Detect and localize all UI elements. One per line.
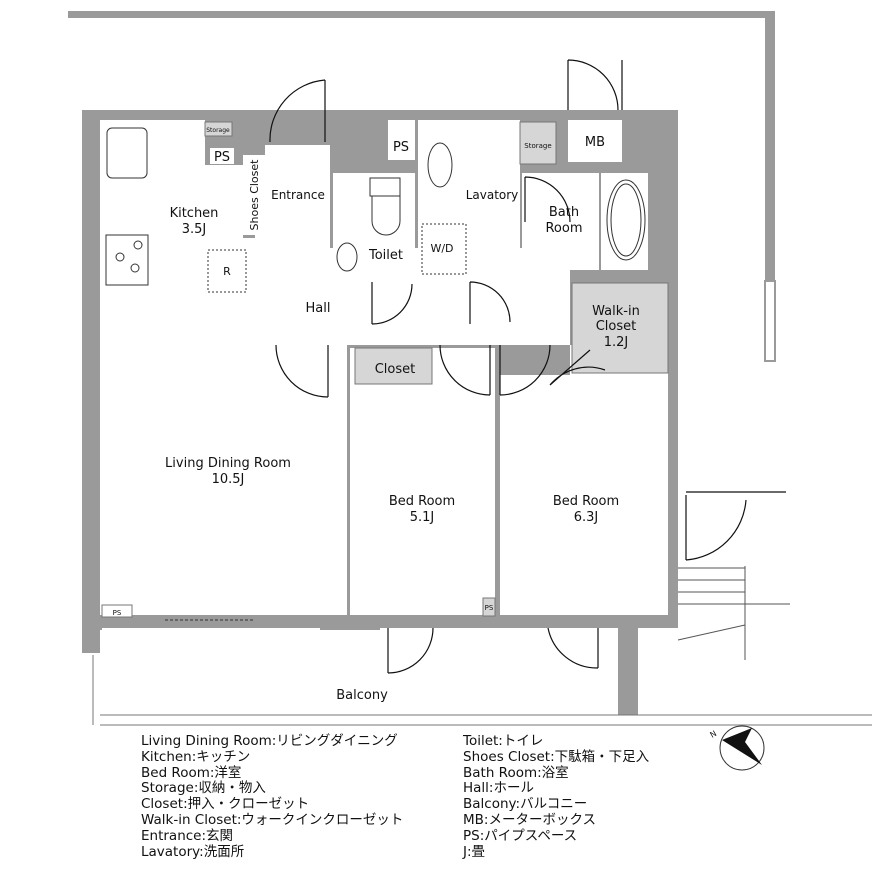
storage-label: Storage xyxy=(524,142,551,150)
kitchen-size: 3.5J xyxy=(182,222,207,237)
bedroom2-size: 6.3J xyxy=(574,510,599,525)
legend-item: Bed Room:洋室 xyxy=(141,764,242,781)
bedroom1-label: Bed Room xyxy=(389,494,455,509)
legend-item: MB:メーターボックス xyxy=(463,811,597,828)
legend-item: Toilet:トイレ xyxy=(463,733,544,749)
washbasin-icon xyxy=(427,142,453,188)
shoes-closet-label: Shoes Closet xyxy=(248,159,261,231)
ps-label: PS xyxy=(214,150,230,165)
sink-icon xyxy=(106,127,148,179)
lavatory-label: Lavatory xyxy=(466,188,519,202)
toilet-label: Toilet xyxy=(368,248,403,263)
fixtures xyxy=(105,127,646,621)
legend-item: Closet:押入・クローゼット xyxy=(141,796,310,813)
ps-label: PS xyxy=(485,604,494,612)
legend-item: Kitchen:キッチン xyxy=(141,748,251,765)
bath-label2: Room xyxy=(545,221,582,236)
legend-item: Bath Room:浴室 xyxy=(463,764,569,781)
fridge-label: R xyxy=(223,265,231,278)
legend-item: J:畳 xyxy=(463,843,486,860)
hall-label: Hall xyxy=(306,301,331,316)
legend-item: Shoes Closet:下駄箱・下足入 xyxy=(463,748,650,765)
kitchen-label: Kitchen xyxy=(170,206,219,221)
legend-item: Lavatory:洗面所 xyxy=(141,843,245,860)
legend-item: Walk-in Closet:ウォークインクローゼット xyxy=(141,811,404,828)
legend-right: Toilet:トイレ Shoes Closet:下駄箱・下足入 Bath Roo… xyxy=(463,733,650,860)
bedroom1-size: 5.1J xyxy=(410,510,435,525)
bedroom2-label: Bed Room xyxy=(553,494,619,509)
wic-label2: Closet xyxy=(596,319,637,334)
ps-label: PS xyxy=(113,609,122,617)
legend-item: Entrance:玄関 xyxy=(141,827,234,844)
wic-label: Walk-in xyxy=(592,304,640,319)
legend-item: Hall:ホール xyxy=(463,780,534,797)
balcony-rail xyxy=(92,655,872,726)
toilet-bowl-icon xyxy=(371,196,401,236)
legend-item: PS:パイプスペース xyxy=(463,827,578,844)
entrance-steps xyxy=(677,566,790,660)
washer-icon xyxy=(421,223,467,275)
ldr-label: Living Dining Room xyxy=(165,456,291,471)
ldr-size: 10.5J xyxy=(212,472,245,487)
legend-item: Living Dining Room:リビングダイニング xyxy=(141,733,398,749)
wic-size: 1.2J xyxy=(604,335,629,350)
ps-label: PS xyxy=(393,140,409,155)
svg-text:N: N xyxy=(709,729,719,740)
bath-label: Bath xyxy=(549,205,579,220)
bathtub-icon xyxy=(606,179,646,261)
building-outline xyxy=(68,11,776,362)
legend-item: Storage:収納・物入 xyxy=(141,780,266,797)
entrance-label: Entrance xyxy=(271,188,325,202)
rooms xyxy=(100,120,668,715)
legend-item: Balcony:バルコニー xyxy=(463,796,588,813)
storage-label: Storage xyxy=(206,127,230,134)
wd-label: W/D xyxy=(430,242,453,255)
legend-left: Living Dining Room:リビングダイニング Kitchen:キッチ… xyxy=(141,733,404,860)
storage-areas xyxy=(101,121,669,618)
north-arrow-icon: N xyxy=(709,725,765,771)
doors xyxy=(269,59,786,674)
mb-label: MB xyxy=(585,135,605,150)
closet-label: Closet xyxy=(375,362,416,377)
balcony-label: Balcony xyxy=(336,688,388,703)
stove-icon xyxy=(105,234,149,286)
